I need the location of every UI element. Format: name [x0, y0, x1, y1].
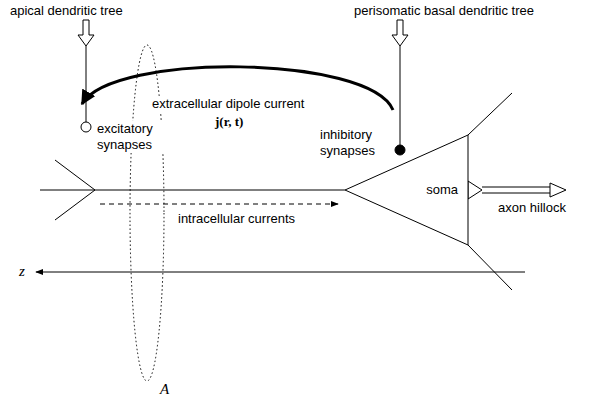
apical-branch — [55, 190, 95, 220]
synapse-label: excitatory synapses — [95, 121, 169, 153]
current-label: intracellular currents — [176, 211, 297, 227]
basal-dendrite — [468, 245, 512, 290]
inhibitory-synapse — [395, 145, 405, 155]
axon — [482, 193, 550, 194]
input-arrow — [78, 20, 94, 46]
synapse-stalk — [86, 46, 87, 122]
part-label: axon hillock — [496, 200, 568, 216]
synapse-stalk — [400, 46, 401, 145]
z-axis — [36, 272, 525, 273]
axon-hillock-symbol — [468, 181, 482, 199]
basal-dendrite — [468, 93, 512, 135]
excitatory-synapse — [81, 122, 91, 132]
apical-branch — [55, 160, 95, 190]
axis-label: z — [17, 263, 27, 279]
soma-label: soma — [426, 182, 458, 198]
surface-label: A — [158, 381, 171, 397]
apical-dendrite — [40, 190, 345, 191]
input-arrow — [392, 20, 408, 46]
current-symbol: j(r, t) — [213, 114, 245, 130]
region-label: perisomatic basal dendritic tree — [352, 3, 536, 19]
axon — [482, 187, 550, 188]
current-label: extracellular dipole current — [150, 96, 306, 112]
intracellular-current-arrow — [100, 204, 338, 205]
axon-arrow — [550, 183, 566, 197]
synapse-label: inhibitory synapses — [318, 127, 392, 159]
region-label: apical dendritic tree — [8, 3, 125, 19]
